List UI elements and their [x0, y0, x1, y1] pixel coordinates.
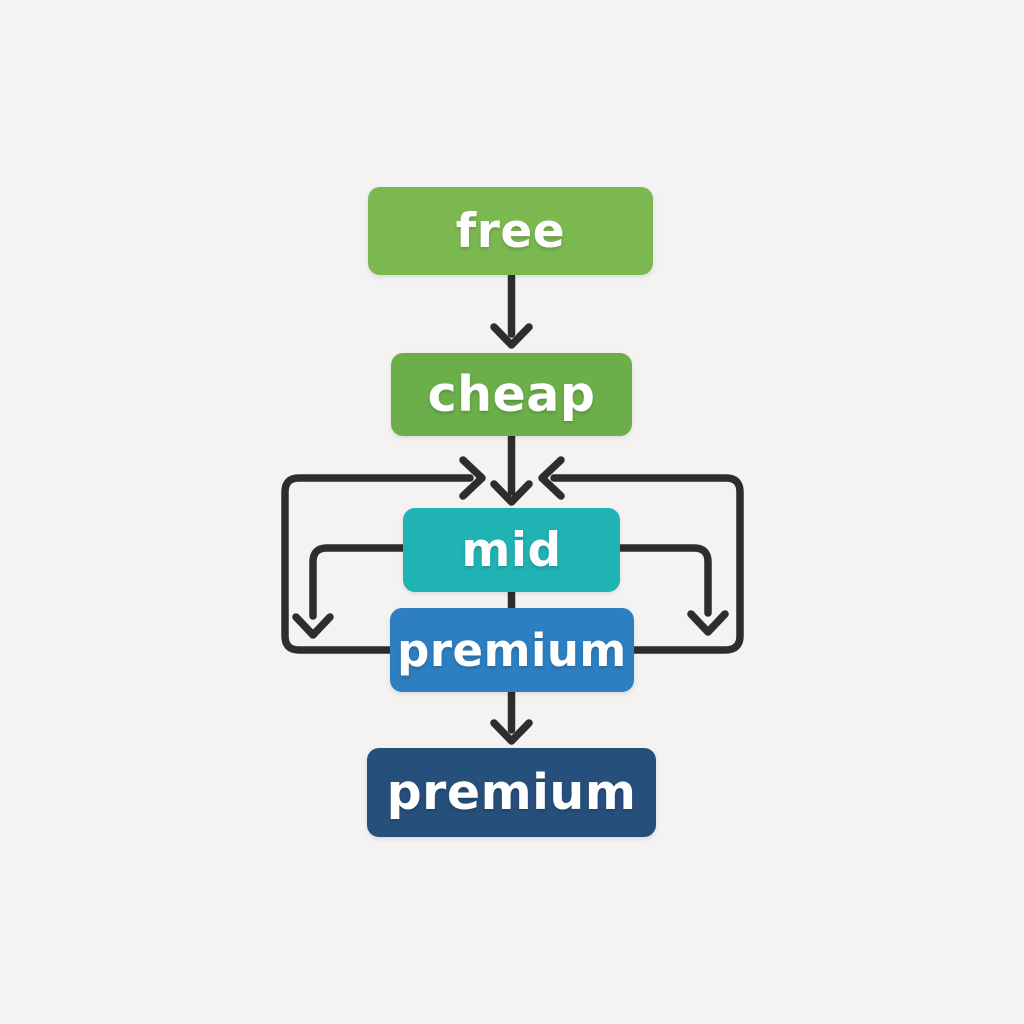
- node-premium-mid-label: premium: [397, 623, 627, 677]
- node-premium-bottom-label: premium: [386, 764, 637, 821]
- node-mid: mid: [403, 508, 620, 592]
- node-premium-bottom: premium: [367, 748, 656, 837]
- edge-feedback-left: [281, 456, 486, 654]
- node-free-label: free: [455, 203, 566, 259]
- node-cheap-label: cheap: [427, 366, 596, 423]
- node-mid-label: mid: [461, 522, 562, 578]
- edge-premium-premium: [490, 689, 533, 745]
- edge-feedback-right: [538, 456, 744, 654]
- edge-free-cheap: [490, 272, 533, 349]
- edge-side-right: [616, 544, 729, 636]
- node-free: free: [368, 187, 653, 275]
- edge-side-left: [292, 544, 408, 639]
- node-premium-mid: premium: [390, 608, 634, 692]
- node-cheap: cheap: [391, 353, 632, 436]
- edge-cheap-mid: [490, 433, 533, 506]
